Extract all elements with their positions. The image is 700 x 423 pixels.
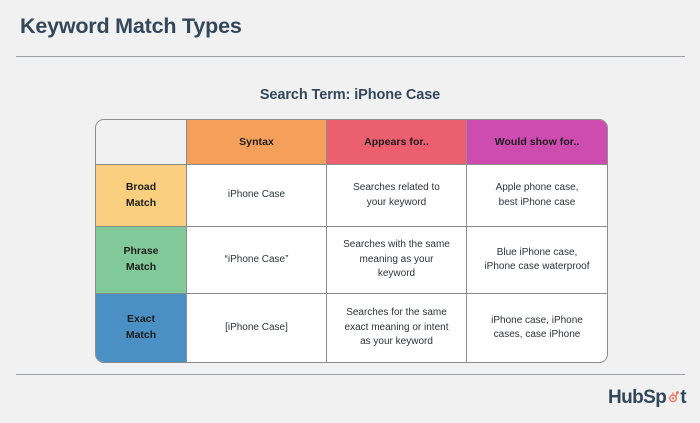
cell-line: exact meaning or intent xyxy=(344,321,449,333)
table-row: Broad Match iPhone Case Searches related… xyxy=(96,165,607,227)
row-label-line-2: Match xyxy=(125,261,157,273)
table-row: Exact Match [iPhone Case] Searches for t… xyxy=(96,294,607,362)
keyword-match-table: Syntax Appears for.. Would show for.. Br… xyxy=(95,119,608,363)
row-label-line-2: Match xyxy=(125,329,157,341)
cell-appears-for-phrase: Searches with the same meaning as your k… xyxy=(327,227,467,294)
column-header-syntax: Syntax xyxy=(187,120,327,165)
sprocket-icon xyxy=(666,389,680,403)
cell-line: Searches for the same xyxy=(346,307,447,319)
logo-text-after: t xyxy=(680,386,686,408)
cell-syntax-phrase: “iPhone Case” xyxy=(187,227,327,294)
divider-bottom xyxy=(16,374,685,375)
page-title: Keyword Match Types xyxy=(20,14,242,38)
cell-line: Searches with the same xyxy=(343,239,450,251)
cell-line: your keyword xyxy=(366,196,427,208)
table-corner-cell xyxy=(96,120,187,165)
cell-line: iPhone case waterproof xyxy=(484,261,590,272)
cell-syntax-broad: iPhone Case xyxy=(187,165,327,227)
divider-top xyxy=(16,56,685,57)
cell-would-show-for-phrase: Blue iPhone case, iPhone case waterproof xyxy=(467,227,607,294)
cell-line: Blue iPhone case, xyxy=(496,246,578,258)
cell-appears-for-broad: Searches related to your keyword xyxy=(327,165,467,227)
logo-text-before: HubSp xyxy=(608,386,667,408)
row-label-phrase-match: Phrase Match xyxy=(96,227,187,294)
row-label-line-1: Broad xyxy=(125,180,157,193)
table-row: Phrase Match “iPhone Case” Searches with… xyxy=(96,227,607,294)
cell-line: iPhone case, iPhone xyxy=(491,314,583,326)
cell-line: keyword xyxy=(377,268,416,280)
column-header-appears-for: Appears for.. xyxy=(327,120,467,165)
hubspot-logo: HubSp t xyxy=(608,386,687,408)
cell-line: best iPhone case xyxy=(498,196,576,208)
cell-line: cases, case iPhone xyxy=(493,329,581,340)
hubspot-wordmark: HubSp t xyxy=(608,386,687,408)
cell-line: Searches related to xyxy=(353,182,440,193)
cell-line: as your keyword xyxy=(360,336,433,348)
row-label-line-1: Exact xyxy=(126,313,156,326)
table-header-row: Syntax Appears for.. Would show for.. xyxy=(96,120,607,165)
row-label-line-1: Phrase xyxy=(123,245,159,258)
cell-syntax-exact: [iPhone Case] xyxy=(187,294,327,362)
row-label-line-2: Match xyxy=(125,196,157,209)
cell-appears-for-exact: Searches for the same exact meaning or i… xyxy=(327,294,467,362)
cell-line: meaning as your xyxy=(359,253,434,265)
row-label-broad-match: Broad Match xyxy=(96,165,187,227)
row-label-exact-match: Exact Match xyxy=(96,294,187,362)
search-term-heading: Search Term: iPhone Case xyxy=(259,87,441,103)
cell-would-show-for-exact: iPhone case, iPhone cases, case iPhone xyxy=(467,294,607,362)
cell-would-show-for-broad: Apple phone case, best iPhone case xyxy=(467,165,607,227)
column-header-would-show-for: Would show for.. xyxy=(467,120,607,165)
cell-line: Apple phone case, xyxy=(495,182,579,193)
